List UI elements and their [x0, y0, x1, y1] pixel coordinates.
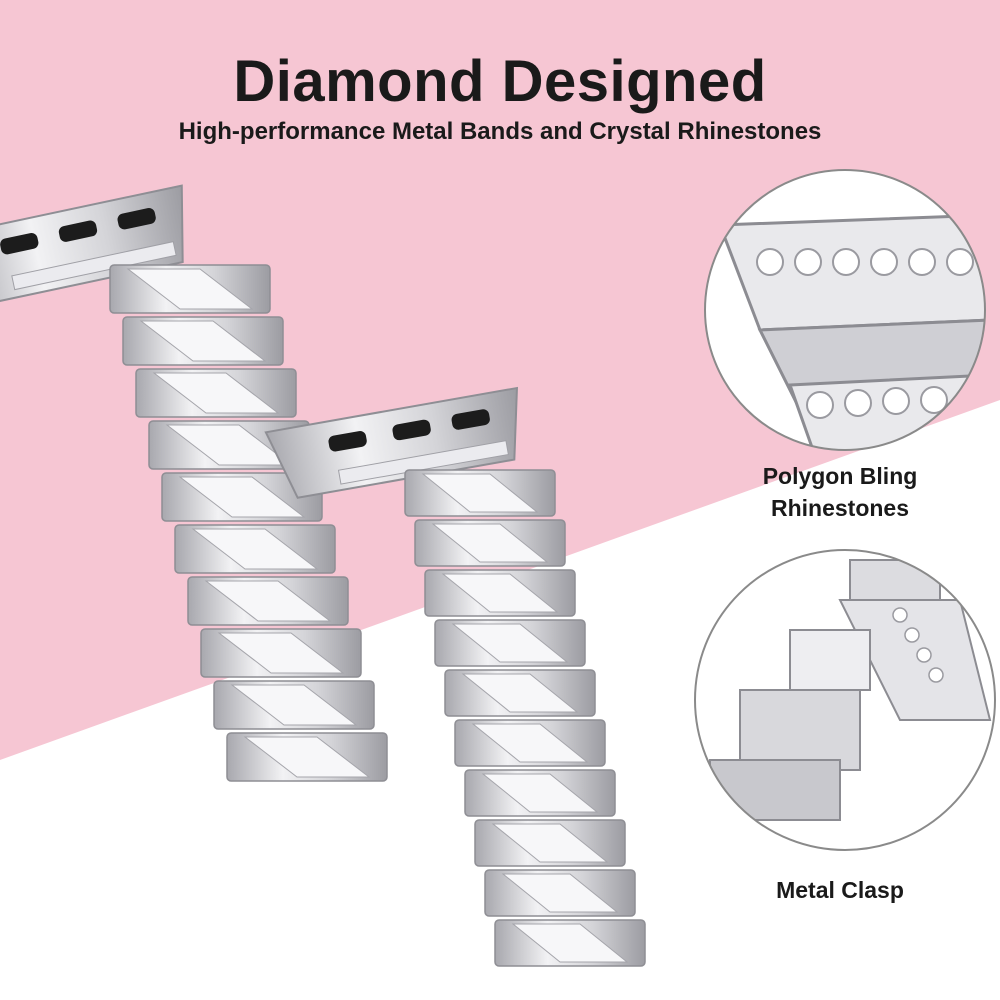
callout-rhinestones-line2: Rhinestones: [770, 495, 910, 521]
callout-clasp-line1: Metal Clasp: [776, 877, 904, 903]
page-subtitle: High-performance Metal Bands and Crystal…: [178, 118, 822, 145]
callout-rhinestones-line1: Polygon Bling: [762, 463, 918, 489]
callout-clasp-label: Metal Clasp: [740, 874, 940, 906]
clasp-detail-zoom: [695, 550, 995, 850]
rhinestone-detail-zoom: [705, 170, 985, 450]
callout-rhinestones-label: Polygon Bling Rhinestones: [730, 460, 950, 524]
page-title: Diamond Designed: [233, 49, 767, 114]
